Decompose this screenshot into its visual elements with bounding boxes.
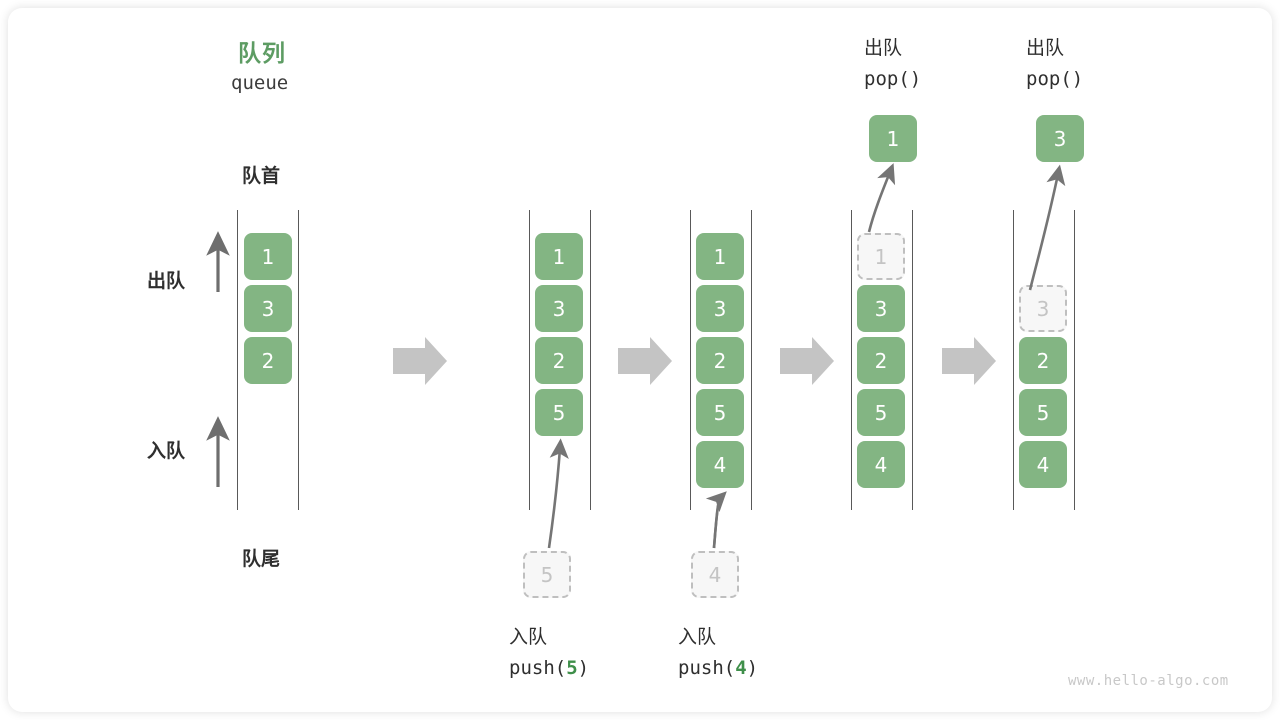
pop-caption-cn-2: 出队 [1026,37,1065,59]
step-arrow-4 [942,337,996,385]
queue-cell: 1 [244,233,292,280]
push-caption-code-1: push(5) [509,657,590,679]
queue-cell: 3 [857,285,905,332]
popped-ghost-cell: 1 [857,233,905,280]
rail-right-col4 [912,210,913,510]
rail-left-col1 [237,210,238,510]
queue-cell: 2 [696,337,744,384]
queue-cell: 3 [535,285,583,332]
incoming-ghost-cell: 4 [691,551,739,598]
step-arrow-3 [780,337,834,385]
rail-right-col2 [590,210,591,510]
step-arrow-1 [393,337,447,385]
rail-left-col2 [529,210,530,510]
push-caption-cn-1: 入队 [509,626,548,648]
queue-cell: 3 [244,285,292,332]
incoming-ghost-cell: 5 [523,551,571,598]
queue-cell: 4 [857,441,905,488]
enqueue-direction-label: 入队 [147,440,186,462]
queue-tail-label: 队尾 [242,548,281,570]
queue-cell: 1 [696,233,744,280]
diagram-title-cn: 队列 [238,41,286,67]
rail-right-col1 [298,210,299,510]
popped-out-cell: 1 [869,115,917,162]
watermark: www.hello-algo.com [1068,673,1229,689]
push-arrow-5 [547,438,569,549]
push-caption-cn-2: 入队 [678,626,717,648]
dequeue-direction-label: 出队 [147,270,186,292]
queue-cell: 2 [1019,337,1067,384]
pop-caption-code-2: pop() [1026,68,1084,90]
queue-cell: 2 [244,337,292,384]
queue-cell: 1 [535,233,583,280]
pop-caption-code-1: pop() [864,68,922,90]
rail-right-col5 [1074,210,1075,510]
diagram-title-en: queue [231,72,289,94]
queue-cell: 4 [696,441,744,488]
queue-cell: 5 [696,389,744,436]
queue-cell: 5 [1019,389,1067,436]
step-arrow-2 [618,337,672,385]
rail-right-col3 [751,210,752,510]
popped-out-cell: 3 [1036,115,1084,162]
rail-left-col4 [851,210,852,510]
pop-caption-cn-1: 出队 [864,37,903,59]
rail-left-col5 [1013,210,1014,510]
push-caption-code-2: push(4) [678,657,759,679]
pop-arrow-1 [867,163,896,233]
pop-arrow-3 [1028,164,1066,291]
push-arrow-4 [705,491,727,549]
queue-cell: 4 [1019,441,1067,488]
popped-ghost-cell: 3 [1019,285,1067,332]
queue-head-label: 队首 [242,165,281,187]
queue-cell: 3 [696,285,744,332]
queue-cell: 5 [535,389,583,436]
rail-left-col3 [690,210,691,510]
queue-cell: 5 [857,389,905,436]
queue-cell: 2 [535,337,583,384]
queue-cell: 2 [857,337,905,384]
